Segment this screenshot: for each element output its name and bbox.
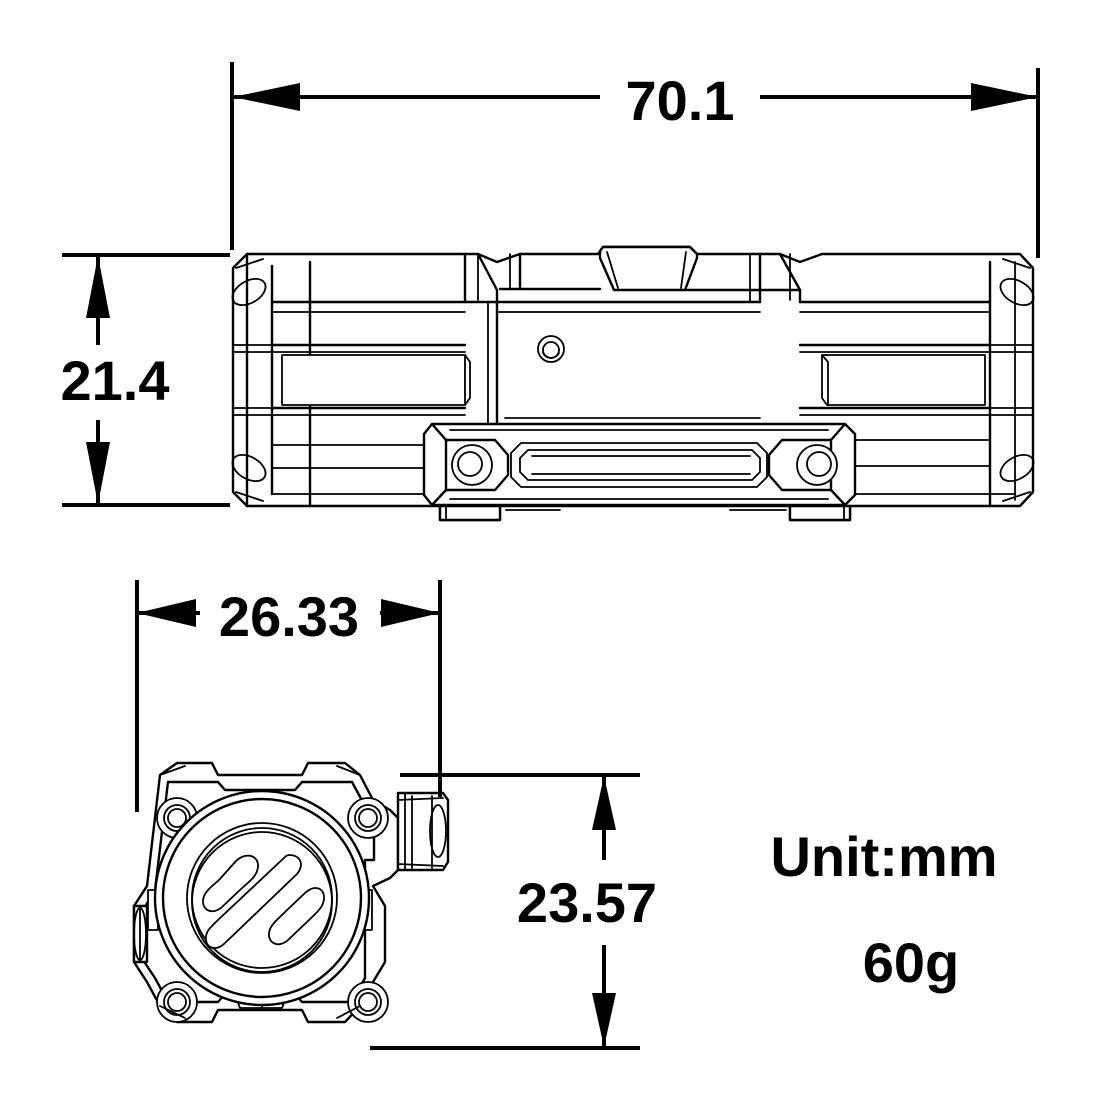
- left-tab: [132, 904, 149, 964]
- left-transition: [463, 252, 499, 432]
- dimension-label-70: 70.1: [626, 69, 735, 132]
- corner-bolt-holes: [156, 797, 389, 1023]
- unit-note: Unit:mm: [770, 825, 997, 888]
- left-rib-section: [270, 260, 471, 508]
- arrow-head-bottom-21: [86, 442, 110, 504]
- dimension-label-26: 26.33: [219, 585, 359, 648]
- side-view-part: [231, 245, 1035, 522]
- top-channel-right: [683, 252, 802, 304]
- left-end-cap: [231, 252, 274, 508]
- side-boss: [396, 791, 450, 872]
- round-cap: [153, 789, 371, 1007]
- arrow-head-top-21: [86, 256, 110, 318]
- right-end-cap: [989, 258, 1035, 502]
- arrow-head-right-26: [381, 599, 440, 627]
- arrow-head-top-23: [592, 776, 616, 830]
- end-view-part: [132, 761, 450, 1024]
- arrow-head-left-70: [233, 83, 300, 111]
- dimension-label-23: 23.57: [517, 871, 657, 934]
- drawing-notes: Unit:mm 60g: [770, 825, 997, 994]
- dimension-overall-height: 21.4: [61, 253, 230, 507]
- dimension-overall-length: 70.1: [230, 62, 1040, 258]
- top-channel-left: [498, 252, 602, 291]
- right-rib-section: [798, 260, 1016, 508]
- arrow-head-right-70: [971, 83, 1038, 111]
- bottom-mounting-bracket: [422, 422, 857, 511]
- dimension-body-width: 26.33: [135, 580, 442, 812]
- dimension-body-height: 23.57: [370, 773, 657, 1050]
- weight-note: 60g: [863, 931, 960, 994]
- top-center-tab: [598, 245, 699, 292]
- arrow-head-left-26: [137, 599, 196, 627]
- arrow-head-bottom-23: [592, 993, 616, 1047]
- dimension-label-21: 21.4: [61, 349, 170, 412]
- bottom-feet: [438, 504, 852, 522]
